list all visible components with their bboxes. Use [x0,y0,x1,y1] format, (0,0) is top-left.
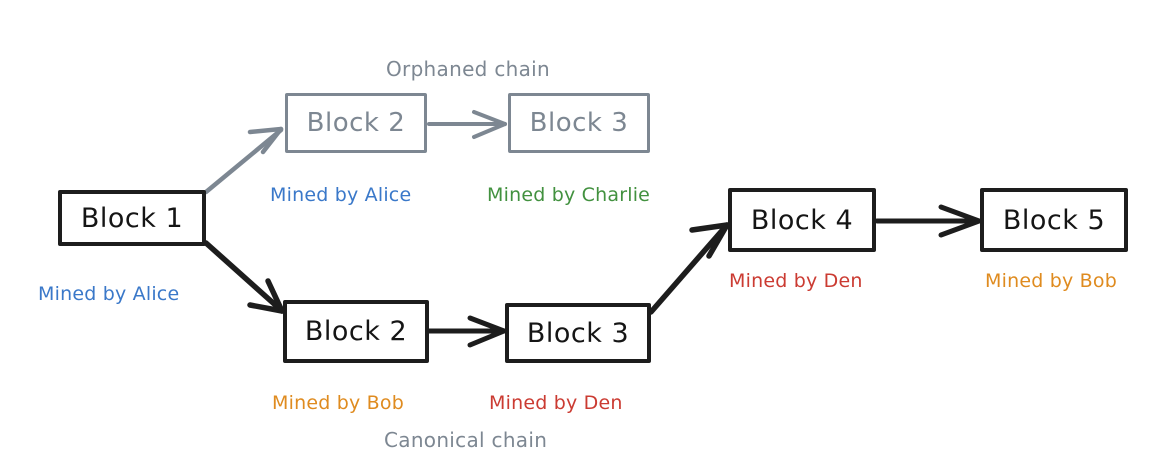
block-label: Block 3 [529,108,629,138]
arrow-orphan-block2-to-orphan-block3 [427,110,507,139]
arrow-block1-to-orphan-block2 [203,126,284,195]
arrow-block1-to-block2 [203,240,285,314]
block-label: Block 2 [306,108,406,138]
block-node-block-1[interactable]: Block 1 [58,190,206,246]
block-caption-block-1: Mined by Alice [38,283,180,305]
block-node-block-3-orphan[interactable]: Block 3 [508,93,650,153]
canonical-chain-label: Canonical chain [384,428,548,452]
block-caption-block-5: Mined by Bob [985,270,1117,292]
block-caption-block-4: Mined by Den [729,270,863,292]
block-node-block-3[interactable]: Block 3 [505,303,651,363]
block-label: Block 1 [80,202,184,234]
block-node-block-4[interactable]: Block 4 [728,188,876,252]
block-caption-block-3-orphan: Mined by Charlie [487,184,651,206]
block-caption-block-2: Mined by Bob [272,392,404,414]
block-label: Block 4 [750,204,854,236]
block-node-block-5[interactable]: Block 5 [980,188,1128,252]
block-label: Block 3 [526,317,630,349]
block-caption-block-2-orphan: Mined by Alice [270,184,412,206]
block-label: Block 2 [304,316,408,347]
block-node-block-2-orphan[interactable]: Block 2 [285,93,427,153]
orphaned-chain-label: Orphaned chain [386,57,550,81]
block-caption-block-3: Mined by Den [489,392,623,414]
block-label: Block 5 [1002,204,1106,236]
block-node-block-2[interactable]: Block 2 [283,300,429,363]
arrow-block2-to-block3 [426,315,507,348]
arrow-block4-to-block5 [874,204,982,238]
arrow-block3-to-block4 [648,222,730,315]
